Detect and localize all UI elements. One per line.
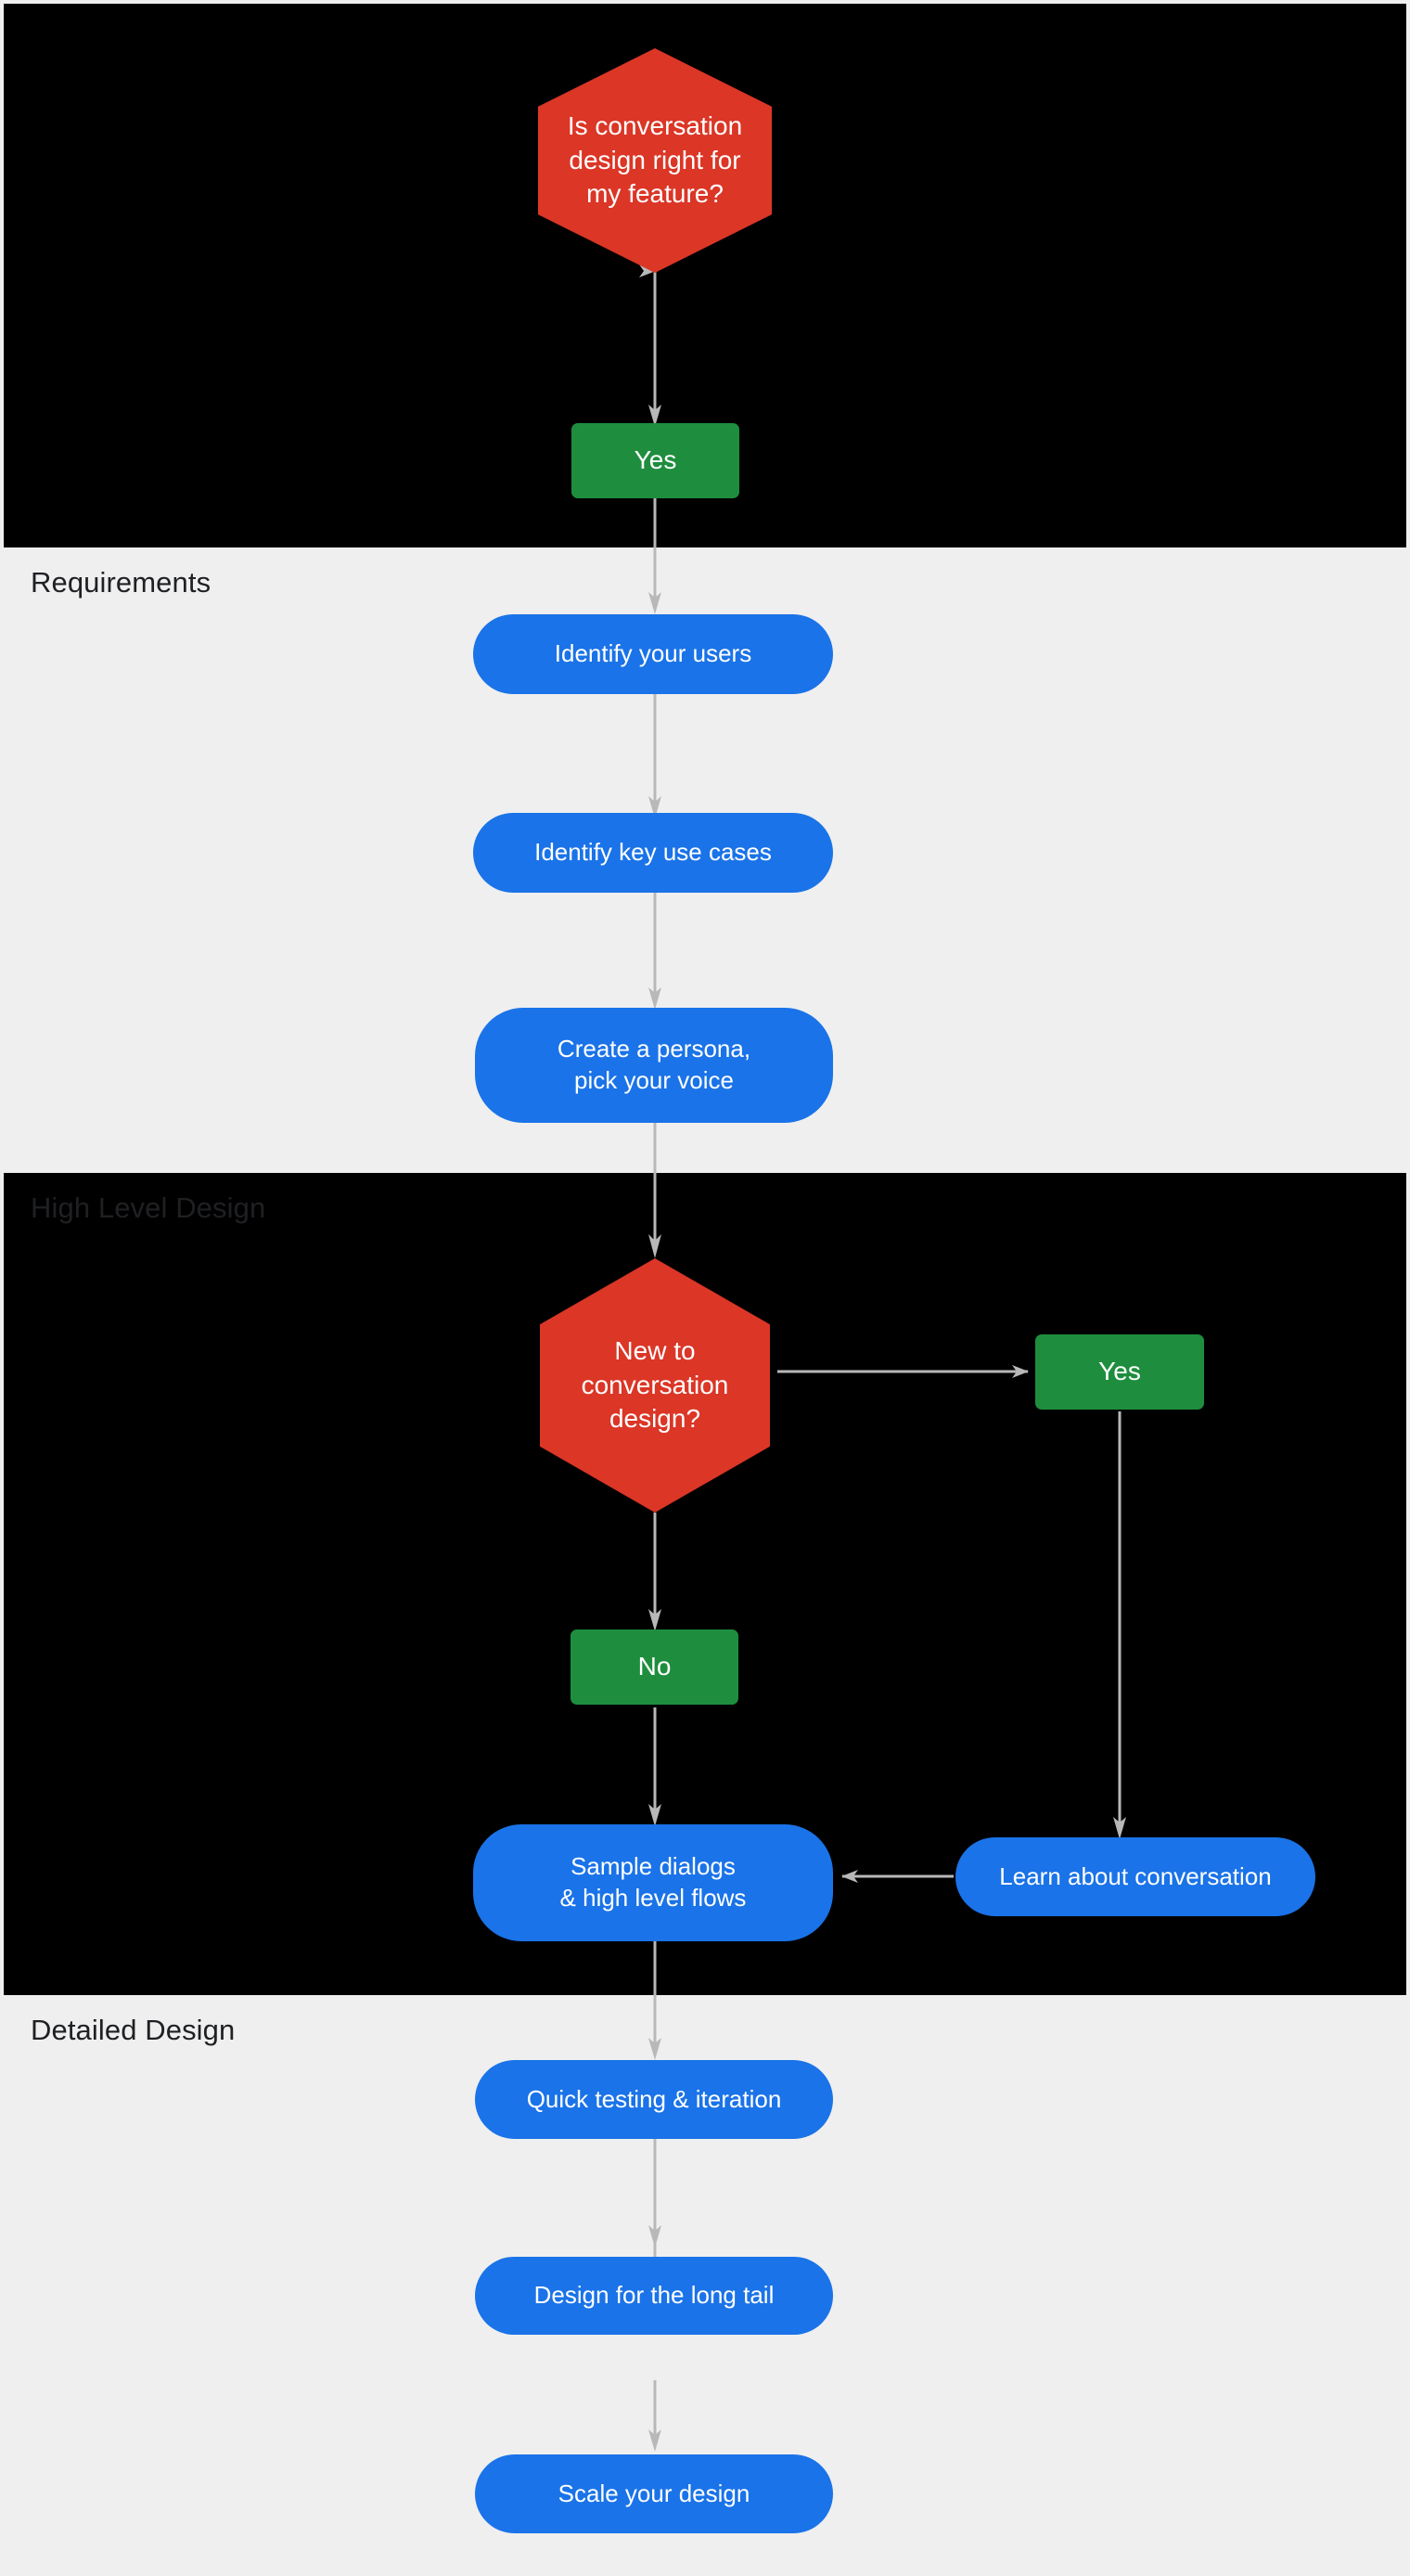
section-label-detailed-design: Detailed Design [31, 2014, 236, 2046]
step-create-a-persona[interactable]: Create a persona, pick your voice [475, 1008, 833, 1123]
step-design-for-the-long-tail[interactable]: Design for the long tail [475, 2257, 833, 2335]
step-quick-testing-label: Quick testing & iteration [526, 2084, 782, 2113]
section-label-high-level-design: High Level Design [31, 1191, 266, 1224]
answer-no-new-to-conversation-design[interactable]: No [570, 1629, 738, 1705]
step-identify-key-use-cases[interactable]: Identify key use cases [473, 813, 833, 893]
answer-yes-new-label: Yes [1098, 1357, 1141, 1386]
step-quick-testing-and-iteration[interactable]: Quick testing & iteration [475, 2060, 833, 2139]
step-identify-key-use-cases-label: Identify key use cases [534, 838, 772, 867]
step-learn-about-conversation-label: Learn about conversation [999, 1861, 1272, 1890]
step-scale-your-design[interactable]: Scale your design [475, 2454, 833, 2533]
step-identify-your-users-label: Identify your users [554, 639, 752, 668]
step-scale-your-design-label: Scale your design [558, 2479, 750, 2507]
decision-new-to-conversation-design-label: New to conversation design? [581, 1336, 729, 1434]
step-learn-about-conversation[interactable]: Learn about conversation [955, 1837, 1315, 1916]
answer-yes-start-label: Yes [634, 445, 677, 475]
step-create-a-persona-label: Create a persona, pick your voice [557, 1035, 751, 1094]
answer-yes-start[interactable]: Yes [571, 423, 739, 498]
step-design-for-the-long-tail-label: Design for the long tail [533, 2281, 775, 2310]
answer-no-new-label: No [637, 1652, 672, 1681]
step-identify-your-users[interactable]: Identify your users [473, 614, 833, 694]
answer-yes-new-to-conversation-design[interactable]: Yes [1035, 1334, 1204, 1410]
decision-is-conversation-design-right-label: Is conversation design right for my feat… [567, 111, 743, 209]
step-sample-dialogs-label: Sample dialogs & high level flows [559, 1852, 747, 1912]
section-label-requirements: Requirements [31, 566, 212, 599]
step-sample-dialogs-and-high-level-flows[interactable]: Sample dialogs & high level flows [473, 1824, 833, 1941]
